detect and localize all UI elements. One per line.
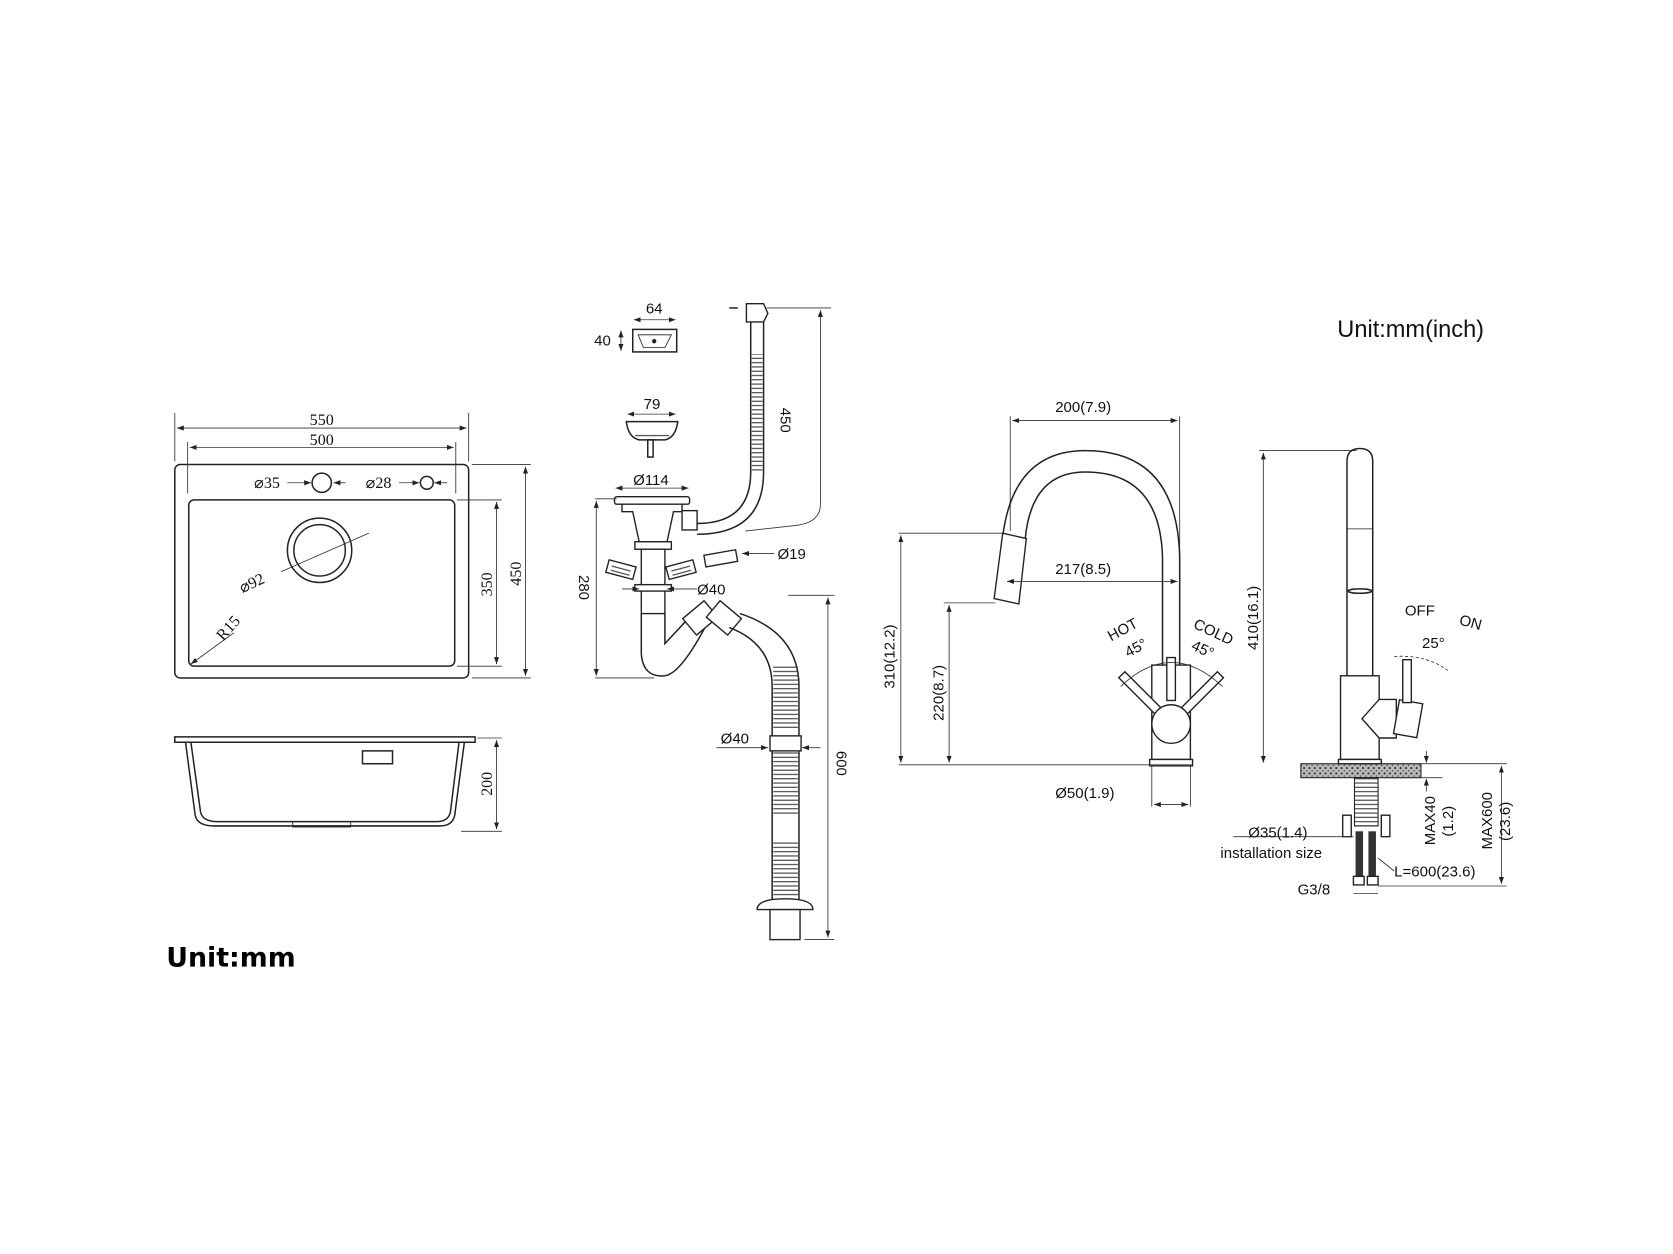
dim-corner-radius: R15 <box>213 613 244 644</box>
overflow-fitting <box>745 302 769 323</box>
unit-inch-label: Unit:mm(inch) <box>1337 316 1484 342</box>
drain-hole <box>286 517 353 584</box>
faucet-front-view: 200(7.9) 217(8.5) HOT 45° COLD 45° 310(1… <box>881 399 1236 808</box>
faucet-side-view: 410(16.1) OFF ON 25° Ø35(1.4) installati… <box>1220 447 1514 899</box>
dim-overflow-width: 64 <box>646 300 663 317</box>
dim-hose: L=600(23.6) <box>1394 863 1475 880</box>
dim-hose-length: 600 <box>833 751 850 776</box>
off-label: OFF <box>1405 603 1435 620</box>
on-label: ON <box>1457 612 1483 634</box>
dim-overall-width: 550 <box>310 412 334 429</box>
dim-spout-reach: 217(8.5) <box>1055 561 1111 578</box>
faucet-spout <box>1001 449 1181 666</box>
threaded-shank <box>1353 777 1379 827</box>
dim-overall-length: 450 <box>508 562 525 586</box>
dim-bowl-width: 500 <box>310 432 334 449</box>
unit-label: Unit:mm <box>166 942 295 973</box>
dim-max-hose: MAX600 <box>1479 792 1496 850</box>
dim-hose-diameter: Ø40 <box>721 730 749 747</box>
dim-drain: ⌀92 <box>237 571 268 597</box>
tap-hole <box>311 472 333 494</box>
dim-pipe: Ø40 <box>697 581 725 598</box>
dim-flange: Ø114 <box>633 472 669 489</box>
dim-strainer: 79 <box>644 396 661 413</box>
spray-head <box>993 532 1028 605</box>
strainer-basket <box>625 420 679 441</box>
drain-flange <box>613 496 691 505</box>
faucet-spout-side <box>1346 447 1374 676</box>
dim-thread: G3/8 <box>1298 882 1331 899</box>
hose-outlet <box>756 898 814 911</box>
dim-max-deck: MAX40 <box>1422 796 1439 845</box>
dim-spout-height: 220(8.7) <box>931 665 948 721</box>
dim-height: 310(12.2) <box>881 624 898 688</box>
dim-inlet: Ø19 <box>778 546 806 563</box>
dim-trap-height: 280 <box>575 575 592 600</box>
dim-overflow-height: 40 <box>594 332 611 349</box>
dim-second-hole: ⌀28 <box>366 475 392 492</box>
hot-angle: 45° <box>1122 635 1150 661</box>
installation-label: installation size <box>1220 845 1322 862</box>
dim-total-height: 410(16.1) <box>1245 586 1262 650</box>
dim-tap-hole: ⌀35 <box>254 475 280 492</box>
dim-overflow-hose: 450 <box>777 408 794 433</box>
drain-kit: 64 40 79 Ø114 450 Ø19 280 Ø40 Ø40 6 <box>575 300 850 941</box>
dim-max-deck-inch: (1.2) <box>1440 806 1457 837</box>
dim-base: Ø50(1.9) <box>1055 785 1114 802</box>
dim-reach: 200(7.9) <box>1055 399 1111 416</box>
overflow-cover <box>631 328 678 353</box>
dim-hole: Ø35(1.4) <box>1248 825 1307 842</box>
accessory-hole <box>419 475 435 490</box>
sink-top-view: 550 500 ⌀35 ⌀28 ⌀92 R15 350 450 <box>174 412 531 679</box>
lever-angle: 25° <box>1422 635 1445 652</box>
countertop <box>1300 763 1422 779</box>
dim-max-hose-inch: (23.6) <box>1497 802 1514 841</box>
dim-bowl-length: 350 <box>479 572 496 596</box>
inlet-connector <box>703 548 739 568</box>
dim-depth: 200 <box>479 772 496 796</box>
sink-side-view: 200 <box>174 736 502 832</box>
